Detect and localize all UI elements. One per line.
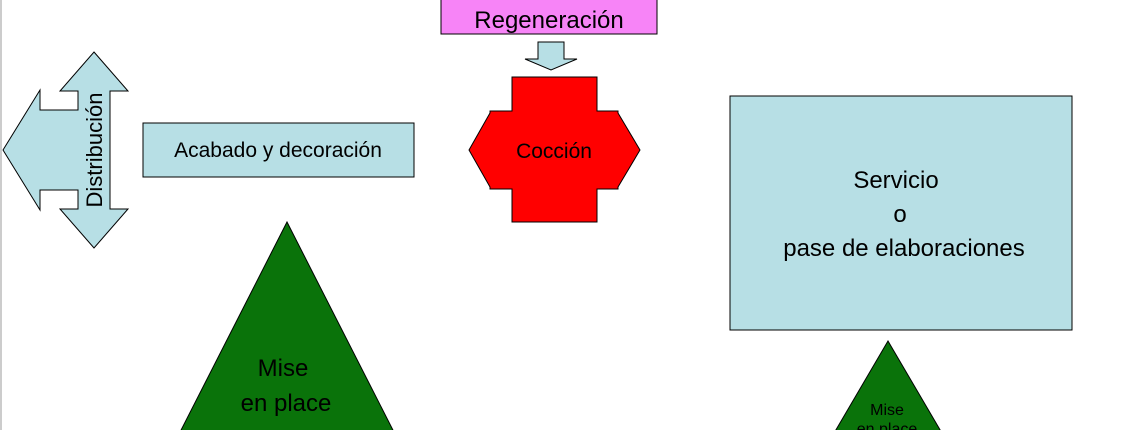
acabado-box bbox=[142, 122, 415, 178]
mise-large-line-1: Mise bbox=[258, 355, 309, 382]
regeneracion-box bbox=[440, 0, 658, 35]
servicio-line-1: Servicio bbox=[853, 167, 938, 194]
acabado-label: Acabado y decoración bbox=[174, 139, 382, 162]
down-arrow-icon bbox=[524, 41, 578, 71]
distribucion-label: Distribución bbox=[82, 93, 107, 208]
distribucion-arrow bbox=[2, 51, 130, 249]
mise-small-line-2: en place bbox=[857, 421, 918, 430]
mise-large-line-2: en place bbox=[241, 390, 332, 417]
coccion-label: Cocción bbox=[516, 140, 592, 163]
servicio-line-3: pase de elaboraciones bbox=[783, 235, 1025, 262]
regeneracion-label: Regeneración bbox=[474, 7, 623, 34]
mise-small-triangle bbox=[835, 340, 941, 430]
servicio-line-2: o bbox=[893, 201, 906, 228]
coccion-shape bbox=[468, 76, 641, 223]
mise-small-line-1: Mise bbox=[870, 402, 904, 419]
mise-large-triangle bbox=[180, 220, 394, 430]
servicio-box bbox=[729, 95, 1073, 331]
